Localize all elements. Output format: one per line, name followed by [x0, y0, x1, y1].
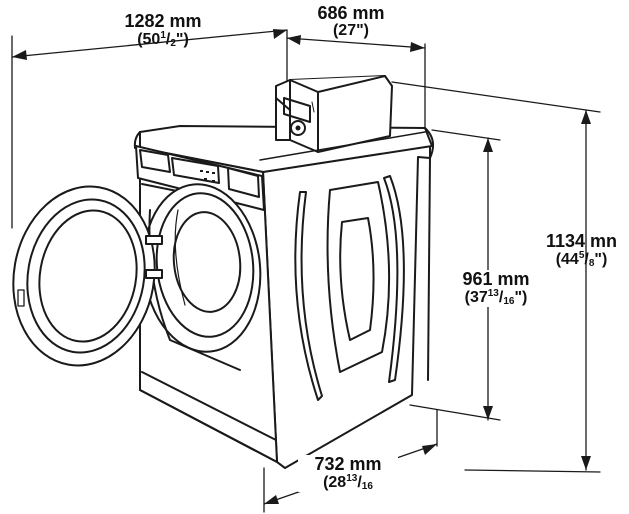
depth-open-mm: 1282 mm: [124, 11, 202, 31]
height-total-inch: (445/8"): [555, 249, 608, 269]
width-top-inch: (27"): [332, 21, 370, 39]
door-hinge-top: [145, 235, 163, 245]
washer-base: [139, 389, 286, 469]
label-height-body: 961 mm (3713/16"): [446, 269, 546, 308]
control-panel: [135, 145, 265, 211]
height-body-inch: (3713/16"): [464, 287, 528, 307]
washer-side-panel: [262, 141, 431, 469]
depth-base-mm: 732 mm: [314, 454, 382, 474]
label-depth-base: 732 mm (2813/16: [298, 454, 398, 493]
height-total-mm: 1134 mn: [545, 231, 618, 251]
height-body-mm: 961 mm: [462, 269, 530, 289]
coin-box: [275, 75, 393, 153]
depth-open-inch: (501/2"): [137, 29, 189, 49]
door-handle[interactable]: [17, 289, 25, 307]
label-width-top: 686 mm (27"): [296, 4, 406, 40]
side-panel-design: [294, 175, 405, 401]
label-depth-open: 1282 mm (501/2"): [88, 12, 238, 49]
width-top-mm: 686 mm: [317, 3, 385, 23]
depth-base-inch: (2813/16: [323, 472, 373, 492]
dimension-arrowheads: [12, 29, 591, 504]
washer-door[interactable]: [0, 175, 169, 377]
door-hinge-bottom: [145, 269, 163, 279]
label-height-total: 1134 mn (445/8"): [534, 232, 629, 269]
